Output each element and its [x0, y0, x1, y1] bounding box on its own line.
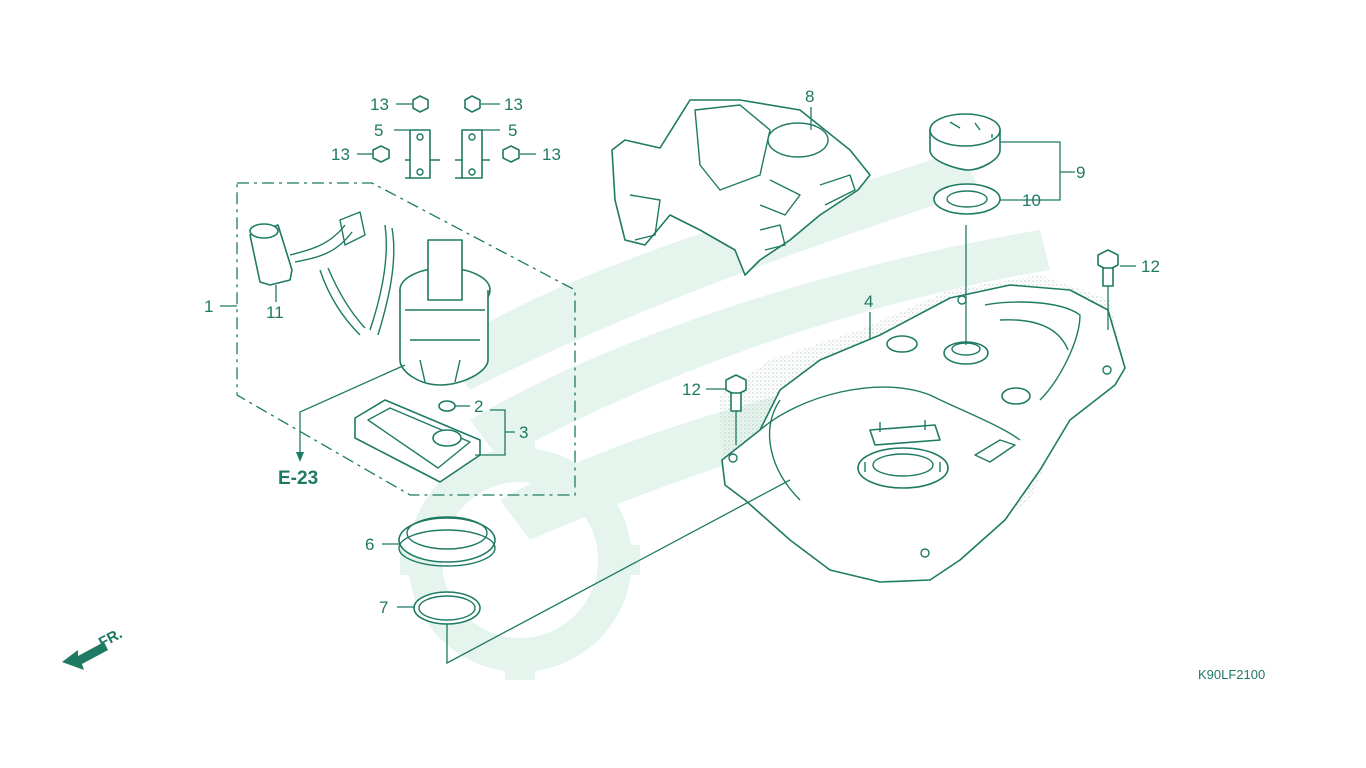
nut-mid-right [502, 145, 536, 163]
leader-lines [706, 107, 1136, 390]
nut-top-right [464, 95, 500, 131]
cap-gasket [933, 183, 1001, 215]
diagram-code: K90LF2100 [1198, 667, 1265, 682]
callout-9: 9 [1076, 163, 1085, 182]
callout-12-right: 12 [1141, 257, 1160, 276]
callout-5-left: 5 [374, 121, 383, 140]
callout-13-top-right: 13 [504, 95, 523, 114]
callout-13-mid-left: 13 [331, 145, 350, 164]
stay-right [455, 129, 490, 179]
nut-mid-left [357, 145, 390, 163]
callout-11: 11 [266, 303, 284, 322]
nut-top-left [394, 95, 429, 131]
callout-10: 10 [1022, 191, 1041, 210]
pump-base-plate [354, 399, 515, 483]
callout-5-right: 5 [508, 121, 517, 140]
small-o-ring [438, 400, 470, 412]
pump-holder-ring [382, 516, 496, 567]
callout-2: 2 [474, 397, 483, 416]
fuel-cap [929, 113, 1001, 171]
bolt-left [725, 374, 747, 445]
tank-cover [611, 99, 871, 276]
fuel-filter [249, 223, 293, 302]
fuel-pump [399, 239, 491, 386]
large-o-ring [397, 479, 791, 665]
callout-12-left: 12 [682, 380, 701, 399]
direction-arrow-icon [62, 642, 108, 670]
fuel-tank [720, 225, 1126, 583]
reference-label: E-23 [278, 468, 318, 489]
bolt-right [1097, 249, 1119, 330]
stay-left [405, 129, 440, 179]
callout-4: 4 [864, 292, 873, 311]
callouts: 1 2 3 4 5 5 6 7 8 9 10 11 12 12 13 13 13… [204, 87, 1160, 617]
e23-reference [296, 364, 406, 462]
callout-1: 1 [204, 297, 213, 316]
callout-13-top-left: 13 [370, 95, 389, 114]
callout-7: 7 [379, 598, 388, 617]
callout-8: 8 [805, 87, 814, 106]
callout-3: 3 [519, 423, 528, 442]
callout-13-mid-right: 13 [542, 145, 561, 164]
callout-6: 6 [365, 535, 374, 554]
fuel-sender-wiring [289, 211, 395, 336]
fuel-pump-assembly-outline [220, 182, 576, 496]
